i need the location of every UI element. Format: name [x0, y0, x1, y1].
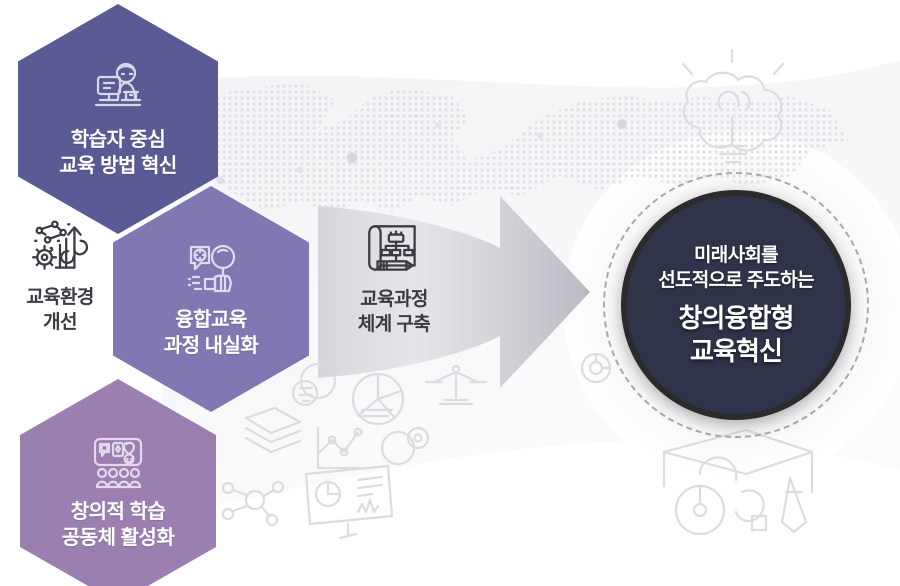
goal-circle[interactable]: 미래사회를 선도적으로 주도하는 창의융합형 교육혁신 — [621, 190, 851, 420]
overlap-circles-icon — [291, 362, 337, 407]
plain-step-label: 교육환경 개선 — [26, 287, 94, 333]
hex-step-label: 융합교육 과정 내실화 — [163, 309, 259, 357]
graduation-cap-tools-icon — [662, 428, 814, 536]
venn-circles-icon — [380, 426, 430, 466]
hand-magnifier-icon — [187, 244, 236, 293]
goal-target[interactable]: 미래사회를 선도적으로 주도하는 창의융합형 교육혁신 — [603, 172, 873, 442]
computer-person-icon — [94, 62, 142, 107]
plain-step-label: 교육과정 체계 구축 — [357, 289, 431, 335]
goal-subtitle: 미래사회를 선도적으로 주도하는 — [658, 244, 814, 291]
hex-step-convergence-curriculum[interactable]: 융합교육 과정 내실화 — [113, 186, 309, 412]
dashed-ring — [603, 172, 869, 438]
plain-step-curriculum-system[interactable]: 교육과정 체계 구축 — [326, 216, 462, 337]
hex-step-label: 학습자 중심 교육 방법 혁신 — [59, 129, 177, 177]
hex-step-creative-community[interactable]: 창의적 학습 공동체 활성화 — [20, 379, 216, 586]
goal-title: 창의융합형 교육혁신 — [678, 302, 794, 366]
growth-gear-icon — [32, 220, 89, 270]
scales-icon — [424, 364, 488, 406]
blueprint-orgchart-icon — [368, 225, 416, 271]
network-nodes-icon — [221, 480, 285, 527]
presentation-board-icon — [304, 464, 394, 540]
layered-sheets-icon — [244, 406, 302, 454]
board-people-icon — [93, 437, 143, 489]
line-graph-icon — [316, 426, 363, 470]
hex-step-label: 창의적 학습 공동체 활성화 — [61, 501, 175, 549]
plain-step-environment-improvement[interactable]: 교육환경 개선 — [0, 214, 122, 335]
brain-lightbulb-icon — [681, 48, 785, 164]
pie-chart-icon — [351, 372, 405, 426]
